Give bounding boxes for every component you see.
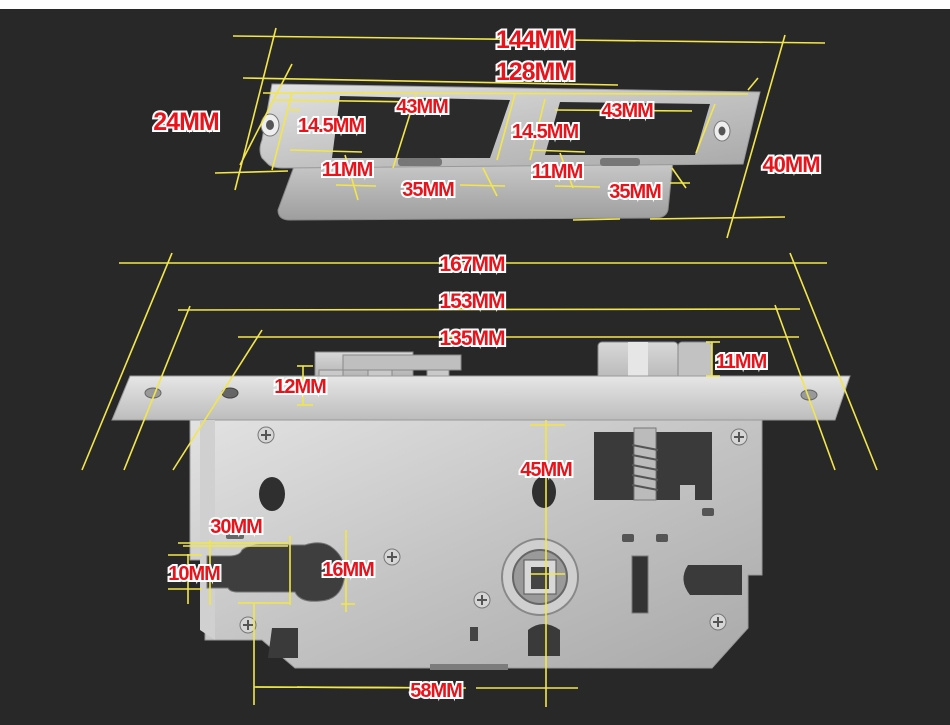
- label-144mm: 144MM: [496, 26, 575, 54]
- label-135mm: 135MM: [439, 327, 505, 350]
- strike-plate-dimension-lines: [214, 27, 826, 239]
- label-24mm: 24MM: [153, 108, 219, 136]
- label-43mm-left: 43MM: [396, 96, 448, 118]
- label-40mm: 40MM: [762, 152, 819, 177]
- label-14-5mm-left: 14.5MM: [298, 115, 365, 137]
- label-11mm-left: 11MM: [322, 159, 373, 181]
- label-58mm: 58MM: [410, 680, 462, 702]
- label-12mm: 12MM: [274, 376, 326, 398]
- label-128mm: 128MM: [496, 58, 575, 86]
- label-45mm: 45MM: [520, 459, 572, 481]
- top-white-strip: [0, 0, 950, 9]
- label-35mm-right: 35MM: [609, 181, 661, 203]
- label-16mm: 16MM: [322, 559, 374, 581]
- strike-plate: [259, 83, 761, 221]
- label-14-5mm-right: 14.5MM: [512, 121, 579, 143]
- label-153mm: 153MM: [439, 290, 505, 313]
- spindle-hub: [501, 538, 579, 616]
- label-43mm-right: 43MM: [601, 100, 653, 122]
- mortise-lock-body: [111, 341, 851, 670]
- label-35mm-left: 35MM: [402, 179, 454, 201]
- dimension-labels: 144MM 128MM 24MM 40MM 43MM 43MM 14.5MM 1…: [151, 24, 822, 704]
- mortise-dimension-lines: [81, 252, 878, 707]
- label-10mm: 10MM: [168, 563, 220, 585]
- label-30mm: 30MM: [210, 516, 262, 538]
- label-11mm-latch: 11MM: [716, 351, 767, 373]
- label-11mm-right: 11MM: [532, 161, 583, 183]
- spring: [631, 444, 659, 491]
- screw-icon: [239, 426, 748, 634]
- label-167mm: 167MM: [439, 253, 505, 276]
